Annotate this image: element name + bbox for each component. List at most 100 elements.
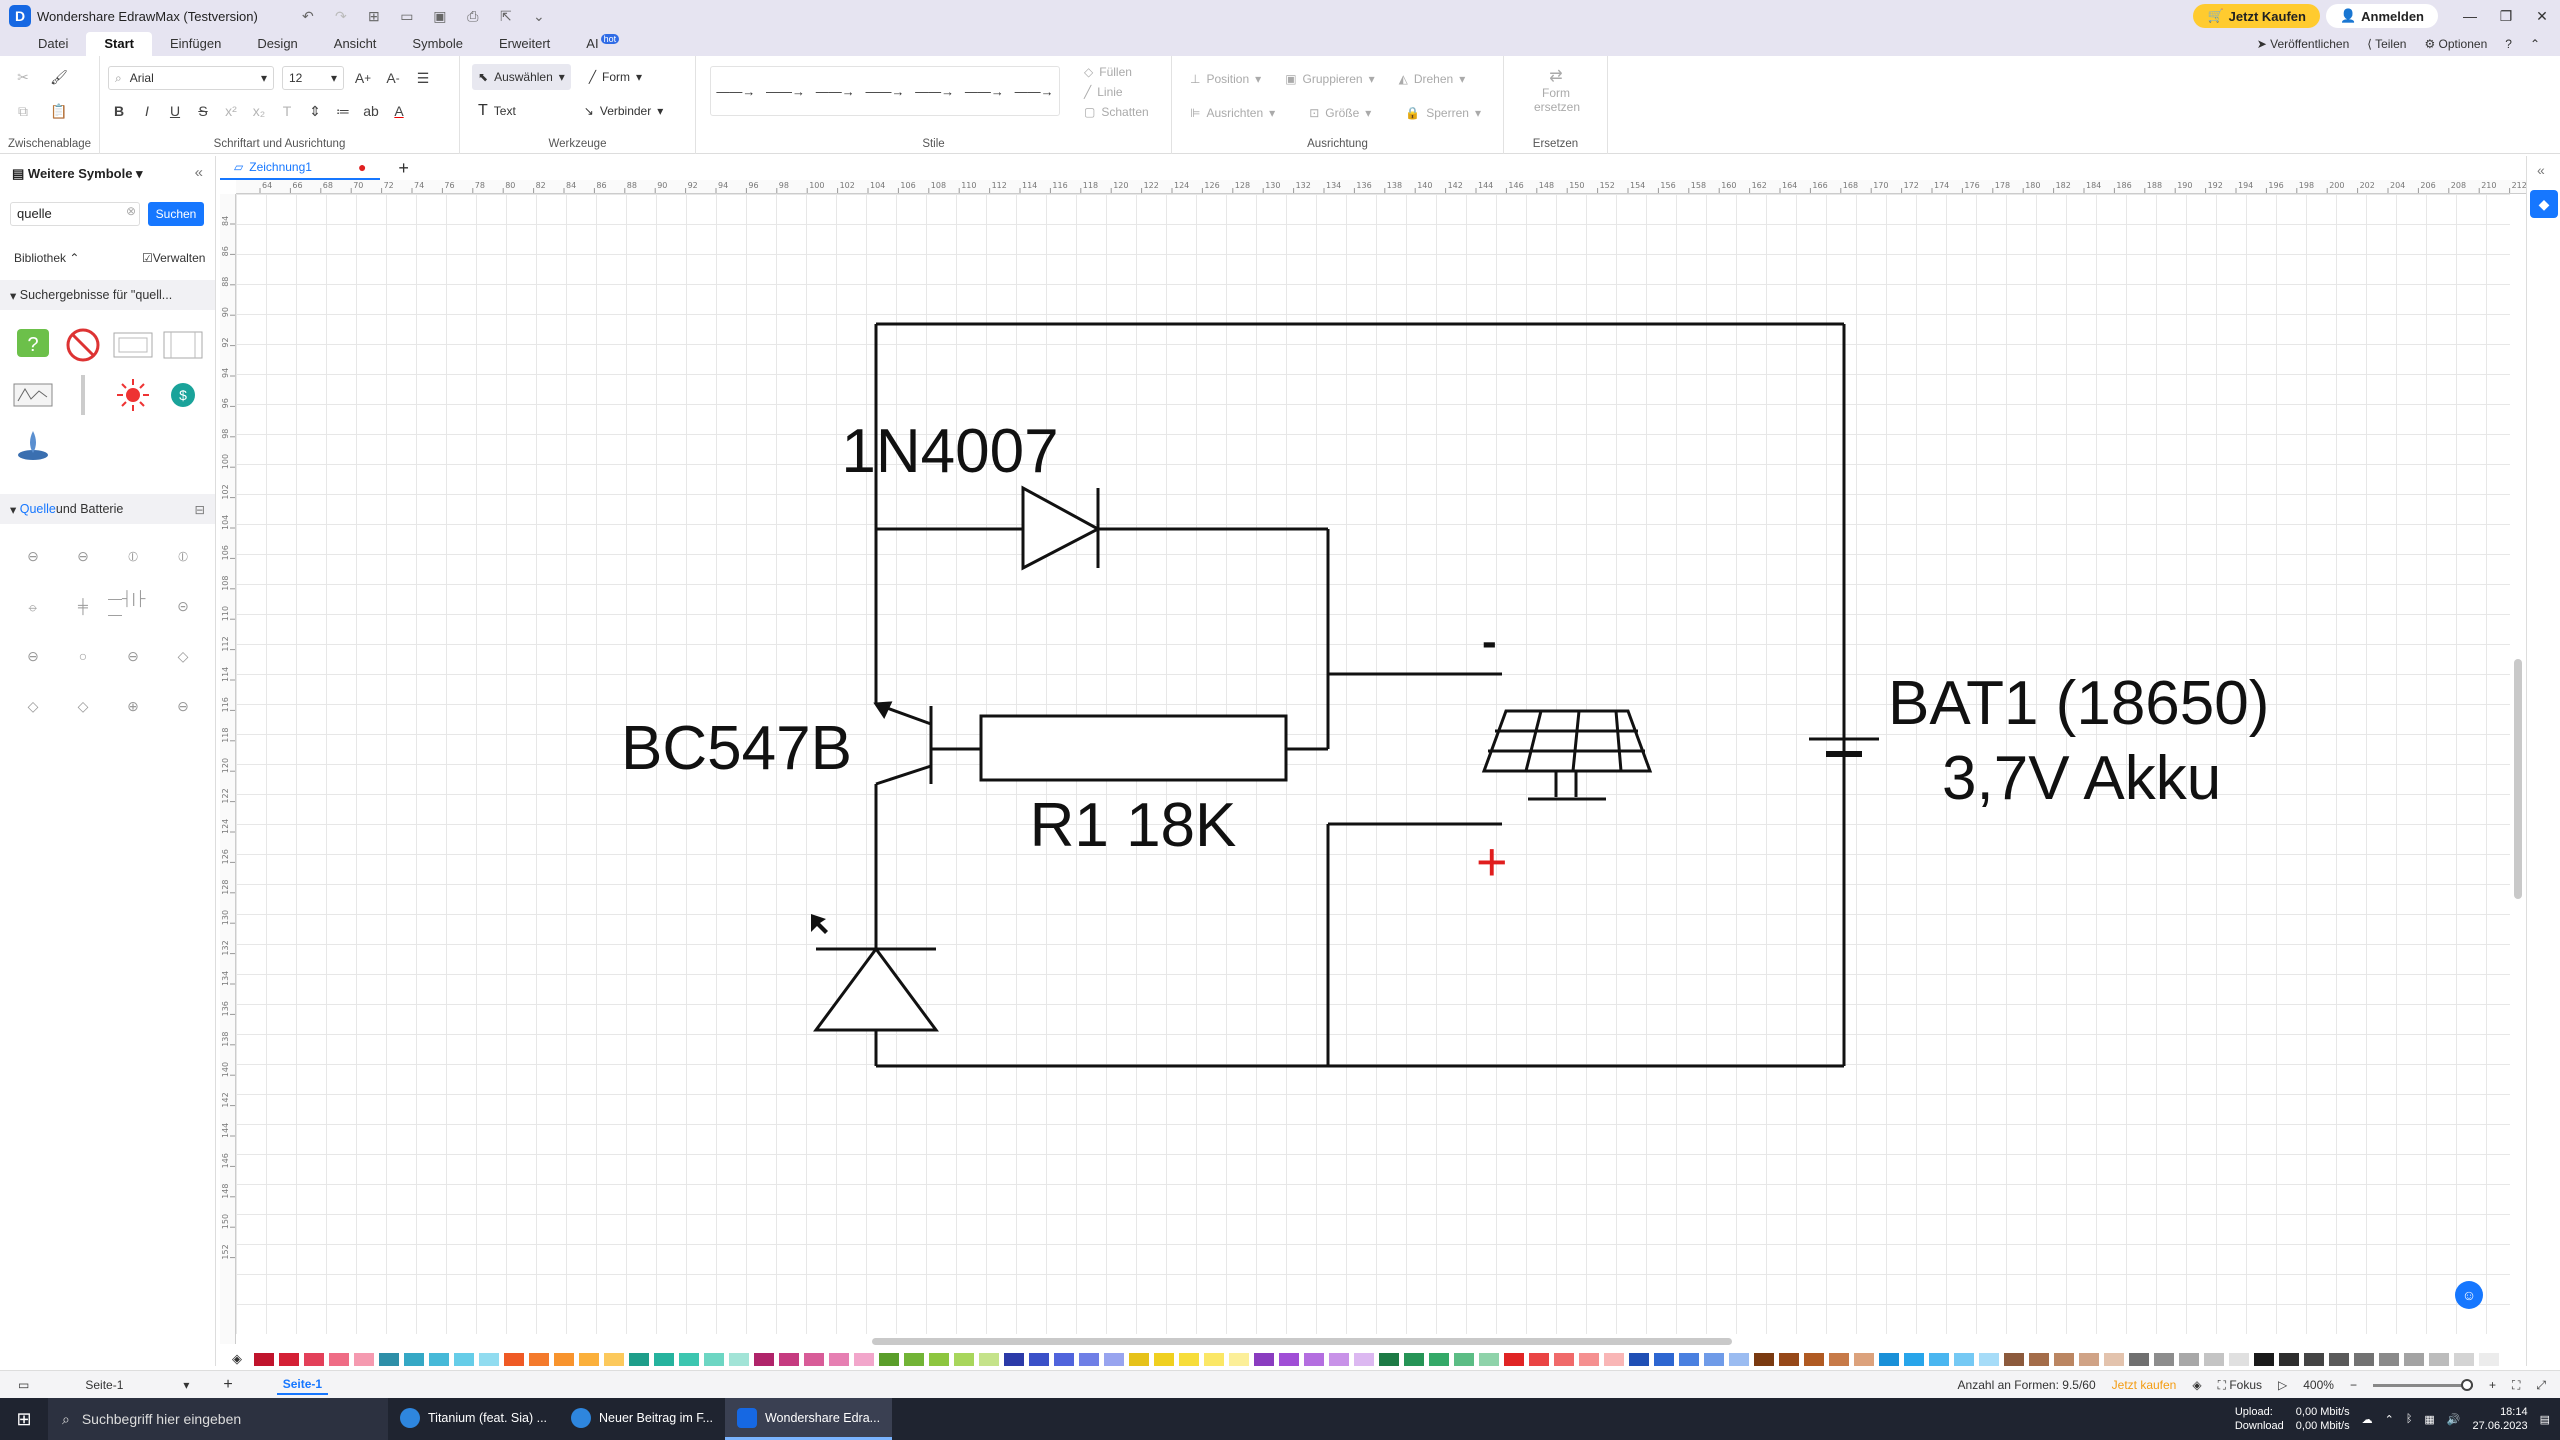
horizontal-scrollbar[interactable] [236, 1334, 2510, 1348]
palette-swatch[interactable] [779, 1352, 799, 1366]
palette-swatch[interactable] [1904, 1352, 1924, 1366]
palette-swatch[interactable] [2304, 1352, 2324, 1366]
palette-swatch[interactable] [879, 1352, 899, 1366]
battery-bat1[interactable] [1809, 737, 1879, 772]
palette-swatch[interactable] [1529, 1352, 1549, 1366]
new-file-icon[interactable]: ⊞ [367, 7, 380, 24]
text-highlight-icon[interactable]: ab [363, 103, 379, 119]
fit-page-icon[interactable]: ⛶ [2511, 1377, 2521, 1392]
palette-swatch[interactable] [429, 1352, 449, 1366]
controlled-source-symbol[interactable]: ⊖ [27, 647, 39, 664]
save-icon[interactable]: ▣ [433, 7, 447, 24]
palette-swatch[interactable] [2254, 1352, 2274, 1366]
palette-swatch[interactable] [504, 1352, 524, 1366]
palette-swatch[interactable] [2229, 1352, 2249, 1366]
bluetooth-icon[interactable]: ᛒ [2405, 1413, 2413, 1425]
close-icon[interactable]: ✕ [2536, 7, 2548, 24]
palette-swatch[interactable] [704, 1352, 724, 1366]
line-style-1[interactable]: ——→ [716, 83, 756, 99]
palette-swatch[interactable] [329, 1352, 349, 1366]
cut-icon[interactable]: ✂ [17, 68, 29, 85]
share-button[interactable]: ⟨ Teilen [2367, 37, 2407, 51]
redo-icon[interactable]: ↷ [334, 7, 347, 24]
strikethrough-icon[interactable]: S [198, 103, 208, 119]
tab-start[interactable]: Start [86, 32, 152, 56]
palette-swatch[interactable] [1654, 1352, 1674, 1366]
paste-icon[interactable]: 📋 [50, 102, 68, 119]
line-style-gallery[interactable]: ——→ ——→ ——→ ——→ ——→ ——→ ——→ [710, 66, 1060, 116]
collapse-ribbon-icon[interactable]: ⌃ [2529, 37, 2540, 51]
palette-swatch[interactable] [954, 1352, 974, 1366]
tab-zeichnung1[interactable]: ▱Zeichnung1● [220, 156, 381, 180]
palette-swatch[interactable] [1829, 1352, 1849, 1366]
palette-swatch[interactable] [554, 1352, 574, 1366]
palette-swatch[interactable] [579, 1352, 599, 1366]
dep-source-3-symbol[interactable]: ⊕ [127, 697, 139, 714]
palette-swatch[interactable] [1854, 1352, 1874, 1366]
horizontal-scroll-thumb[interactable] [872, 1338, 1732, 1345]
customize-icon[interactable]: ⌄ [532, 7, 545, 24]
source-battery-section[interactable]: ▾ Quelle und Batterie⊟ [0, 494, 215, 524]
palette-swatch[interactable] [2354, 1352, 2374, 1366]
drawing-canvas[interactable]: 1N4007 BC547B R1 18K BAT1 (18650) 3,7V A… [236, 194, 2510, 1334]
clear-search-icon[interactable]: ⊗ [126, 204, 137, 218]
collapse-panel-icon[interactable]: « [194, 164, 203, 181]
question-symbol[interactable]: ? [8, 320, 58, 370]
section-menu-icon[interactable]: ⊟ [194, 502, 205, 517]
palette-swatch[interactable] [2129, 1352, 2149, 1366]
palette-swatch[interactable] [2104, 1352, 2124, 1366]
palette-swatch[interactable] [1029, 1352, 1049, 1366]
palette-swatch[interactable] [804, 1352, 824, 1366]
palette-swatch[interactable] [929, 1352, 949, 1366]
taskbar-search[interactable]: ⌕Suchbegriff hier eingeben [48, 1398, 388, 1440]
palette-swatch[interactable] [1454, 1352, 1474, 1366]
palette-swatch[interactable] [1979, 1352, 1999, 1366]
cloud-icon[interactable]: ☁ [2361, 1413, 2373, 1426]
palette-swatch[interactable] [1129, 1352, 1149, 1366]
palette-swatch[interactable] [1579, 1352, 1599, 1366]
add-tab-button[interactable]: + [398, 157, 409, 178]
dep-source-2-symbol[interactable]: ◇ [77, 697, 89, 714]
open-file-icon[interactable]: ▭ [400, 7, 414, 24]
font-size-select[interactable]: 12▾ [282, 66, 344, 90]
tab-datei[interactable]: Datei [38, 36, 69, 51]
palette-swatch[interactable] [629, 1352, 649, 1366]
palette-swatch[interactable] [1354, 1352, 1374, 1366]
palette-swatch[interactable] [1379, 1352, 1399, 1366]
underline-icon[interactable]: U [169, 103, 181, 119]
format-painter-icon[interactable]: 🖌 [50, 68, 68, 85]
login-button[interactable]: 👤Anmelden [2325, 4, 2438, 28]
dc-source-symbol[interactable]: ⊖ [27, 547, 39, 564]
palette-swatch[interactable] [1679, 1352, 1699, 1366]
palette-swatch[interactable] [1254, 1352, 1274, 1366]
bold-icon[interactable]: B [113, 103, 125, 119]
palette-swatch[interactable] [304, 1352, 324, 1366]
palette-swatch[interactable] [729, 1352, 749, 1366]
palette-swatch[interactable] [754, 1352, 774, 1366]
cell-symbol[interactable]: ╪ [78, 598, 88, 614]
ac-source-symbol[interactable]: ⊖ [77, 547, 89, 564]
fullscreen-icon[interactable]: ⤢ [2536, 1377, 2546, 1392]
panel-symbol[interactable] [108, 320, 158, 370]
vertical-scrollbar[interactable] [2510, 194, 2526, 1334]
zoom-slider-knob[interactable] [2460, 1378, 2473, 1391]
palette-swatch[interactable] [479, 1352, 499, 1366]
copy-icon[interactable]: ⧉ [18, 102, 28, 119]
size-button[interactable]: ⊡ Größe▾ [1309, 106, 1372, 120]
zoom-in-icon[interactable]: + [2488, 1378, 2496, 1392]
palette-swatch[interactable] [2179, 1352, 2199, 1366]
palette-swatch[interactable] [904, 1352, 924, 1366]
palette-swatch[interactable] [279, 1352, 299, 1366]
diamond-source-symbol[interactable]: ◇ [177, 647, 189, 664]
palette-swatch[interactable] [654, 1352, 674, 1366]
position-button[interactable]: ⊥ Position▾ [1190, 72, 1262, 86]
minimize-icon[interactable]: — [2463, 7, 2477, 24]
line-style-2[interactable]: ——→ [766, 83, 806, 99]
palette-swatch[interactable] [1304, 1352, 1324, 1366]
signal-source-symbol[interactable]: ⊝ [177, 597, 189, 614]
palette-swatch[interactable] [2329, 1352, 2349, 1366]
palette-swatch[interactable] [454, 1352, 474, 1366]
palette-swatch[interactable] [2054, 1352, 2074, 1366]
transistor-bc547b[interactable] [873, 701, 933, 786]
select-tool-button[interactable]: ⬉Auswählen▾ [472, 64, 571, 90]
